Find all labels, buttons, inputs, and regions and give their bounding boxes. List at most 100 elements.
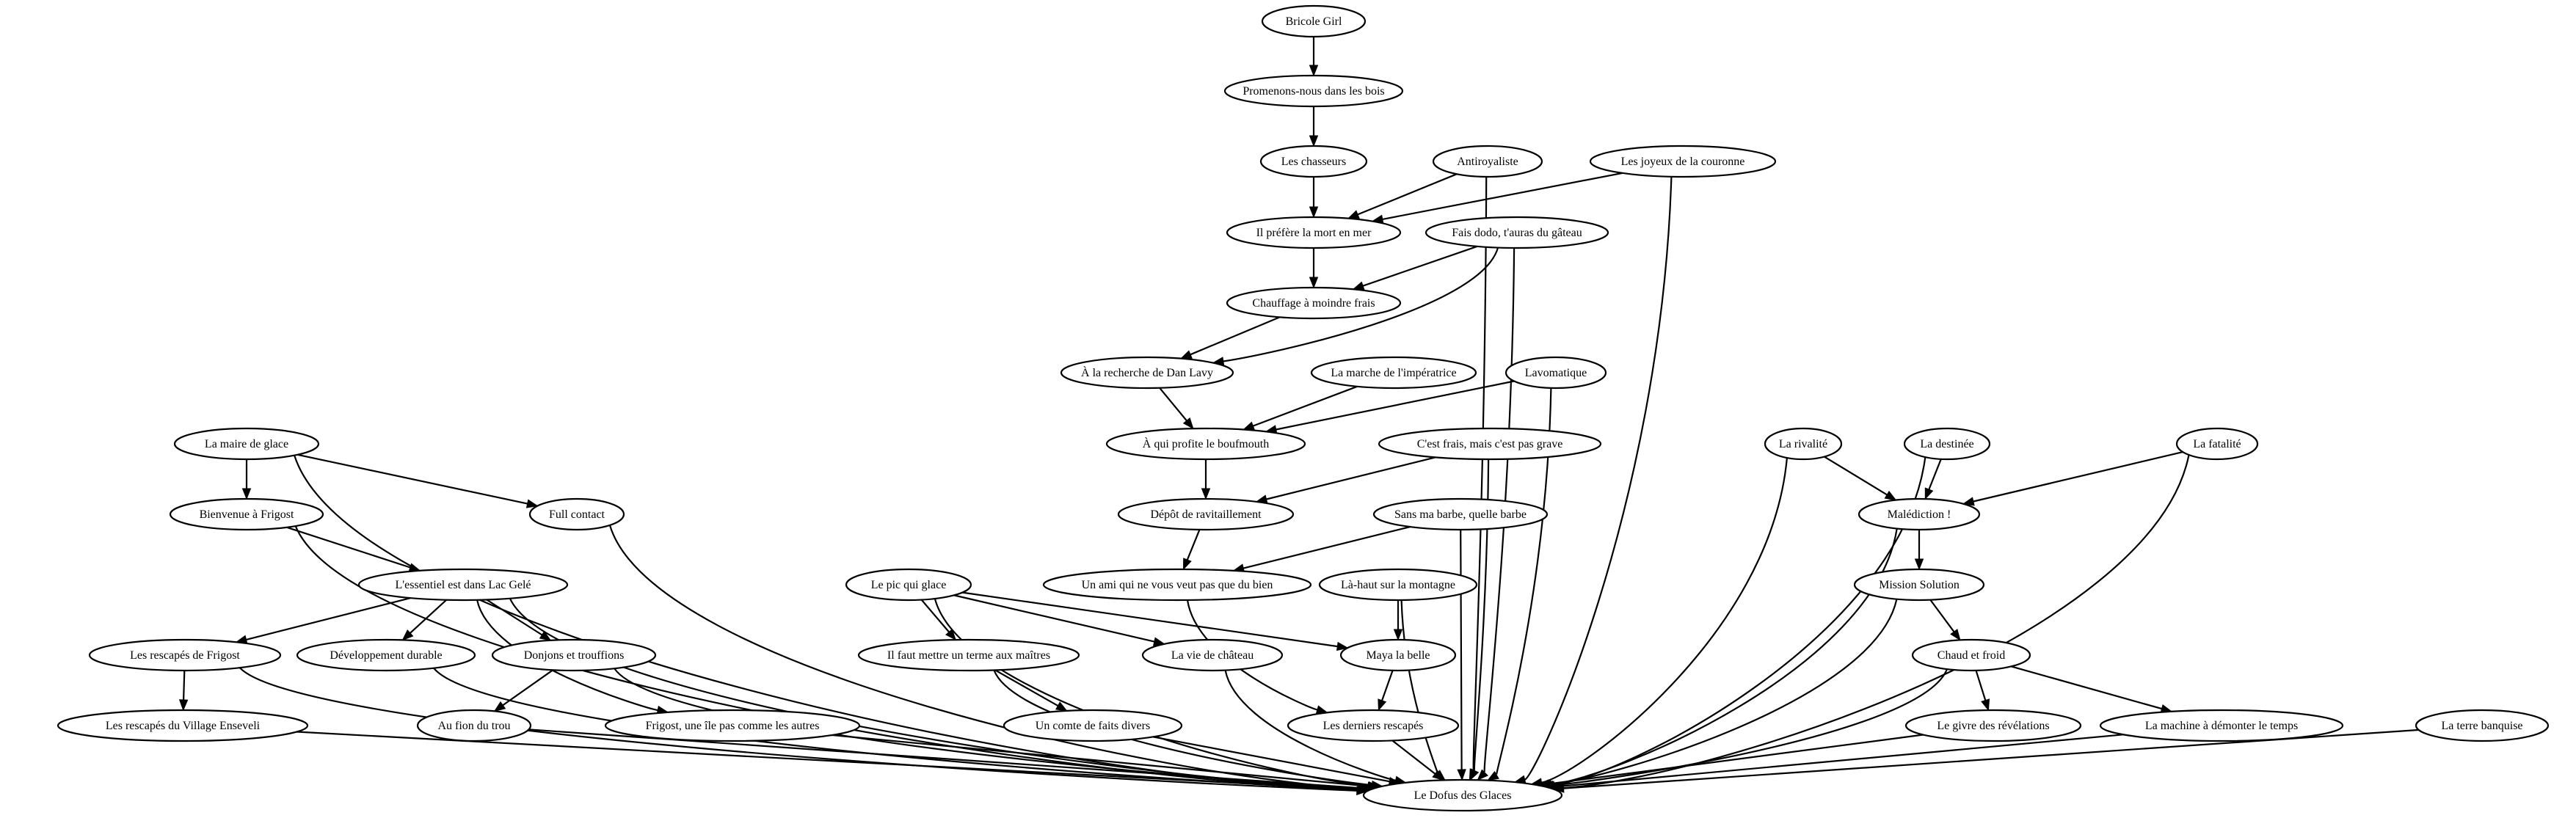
edge-derniers-to-dofus: [1391, 740, 1444, 781]
node-label: La vie de château: [1171, 649, 1254, 662]
node-fullcontact: Full contact: [528, 497, 625, 531]
arrowhead-icon: [1182, 417, 1194, 430]
node-chauffage: Chauffage à moindre frais: [1226, 286, 1402, 320]
edge-danlavy-to-boufmouth: [1159, 387, 1194, 430]
node-derniers: Les derniers rescapés: [1287, 709, 1460, 742]
edge-line: [1973, 451, 2183, 503]
edge-antiroyaliste-to-dofus: [1469, 176, 1488, 781]
arrowhead-icon: [241, 488, 252, 500]
node-shape: [1287, 709, 1460, 742]
node-shape: [2175, 427, 2259, 461]
edge-destinee-to-malediction: [1924, 459, 1942, 500]
node-label: Les joyeux de la couronne: [1621, 156, 1745, 168]
edge-line: [1554, 668, 1948, 786]
node-shape: [1223, 74, 1404, 108]
edge-line: [962, 591, 1338, 648]
node-unami: Un ami qui ne vous veut pas que du bien: [1042, 568, 1312, 602]
edge-line: [246, 597, 411, 640]
node-picquiglace: Le pic qui glace: [845, 568, 972, 602]
arrowhead-icon: [1981, 698, 1990, 712]
edge-line: [286, 526, 411, 569]
edge-developpement-to-dofus: [433, 668, 1370, 795]
node-shape: [1764, 427, 1843, 461]
edge-line: [1391, 740, 1437, 775]
node-label: Le pic qui glace: [871, 579, 947, 591]
node-shape: [1911, 638, 2031, 672]
node-shape: [88, 638, 282, 672]
node-shape: [57, 709, 309, 742]
node-maya: Maya la belle: [1339, 638, 1457, 672]
node-label: Lavomatique: [1525, 367, 1587, 379]
node-label: La maire de glace: [205, 438, 288, 450]
edge-line: [953, 594, 1155, 643]
node-sansmabarbe: Sans ma barbe, quelle barbe: [1372, 497, 1549, 531]
node-destinee: La destinée: [1903, 427, 1991, 461]
node-shape: [1259, 145, 1368, 178]
node-label: Fais dodo, t'auras du gâteau: [1452, 227, 1582, 239]
node-shape: [604, 709, 861, 742]
edge-line: [297, 453, 528, 505]
node-danlavy: À la recherche de Dan Lavy: [1060, 356, 1234, 390]
node-label: Full contact: [549, 508, 605, 521]
edge-marche-to-boufmouth: [1242, 385, 1358, 431]
edge-line: [1224, 670, 1396, 781]
arrowhead-icon: [1309, 65, 1319, 77]
node-shape: [1003, 709, 1183, 742]
edge-line: [1929, 599, 1956, 634]
edge-rivalite-to-dofus: [1530, 457, 1788, 787]
node-chaudfroid: Chaud et froid: [1911, 638, 2031, 672]
node-label: Frigost, une île pas comme les autres: [646, 720, 820, 732]
edge-line: [1551, 599, 1898, 786]
node-shape: [1858, 497, 1981, 531]
node-shape: [1105, 427, 1306, 461]
node-shape: [1378, 427, 1602, 461]
edge-malediction-to-dofus: [1540, 528, 1898, 789]
edge-joyeux-to-dofus: [1513, 176, 1673, 784]
edge-bricole-to-promenons: [1309, 37, 1319, 77]
edge-mairedeglace-to-bienvenue: [241, 459, 252, 500]
node-mairedeglace: La maire de glace: [173, 427, 320, 461]
edge-chaudfroid-to-givre: [1975, 670, 1990, 712]
node-label: Bricole Girl: [1286, 15, 1342, 28]
edge-terme-to-comte: [994, 669, 1068, 712]
node-aufond: Au fion du trou: [416, 709, 532, 742]
node-lahaut: Là-haut sur la montagne: [1318, 568, 1478, 602]
edge-line: [509, 598, 1359, 791]
edge-line: [1382, 172, 1623, 220]
node-village: Les rescapés du Village Enseveli: [57, 709, 309, 742]
arrowhead-icon: [1242, 421, 1256, 431]
node-shape: [169, 497, 324, 531]
node-shape: [1117, 497, 1295, 531]
node-label: La destinée: [1920, 438, 1973, 450]
arrowhead-icon: [945, 629, 957, 641]
node-frigostile: Frigost, une île pas comme les autres: [604, 709, 861, 742]
node-label: Dépôt de ravitaillement: [1150, 508, 1262, 521]
node-depot: Dépôt de ravitaillement: [1117, 497, 1295, 531]
node-label: Malédiction !: [1888, 508, 1951, 521]
node-shape: [1372, 497, 1549, 531]
arrowhead-icon: [1309, 277, 1319, 289]
edge-essentiel-to-rescapesfrigost: [235, 597, 411, 644]
edge-rescapesfrigost-to-village: [178, 670, 189, 712]
edge-chasseurs-to-mort: [1309, 177, 1319, 219]
arrowhead-icon: [1182, 558, 1192, 571]
edge-line: [1927, 459, 1942, 492]
node-shape: [1310, 356, 1477, 390]
edge-antiroyaliste-to-mort: [1347, 173, 1458, 219]
arrowhead-icon: [1924, 487, 1934, 500]
node-lavomatique: Lavomatique: [1505, 356, 1607, 390]
node-shape: [845, 568, 972, 602]
node-shape: [416, 709, 532, 742]
node-label: La terre banquise: [2441, 720, 2522, 732]
node-fatalite: La fatalité: [2175, 427, 2259, 461]
edge-joyeux-to-mort: [1371, 172, 1623, 224]
node-label: Promenons-nous dans les bois: [1242, 85, 1384, 98]
node-shape: [2415, 709, 2550, 742]
edge-line: [409, 599, 448, 635]
node-rivalite: La rivalité: [1764, 427, 1843, 461]
edge-line: [1190, 316, 1281, 356]
node-shape: [857, 638, 1080, 672]
node-antiroyaliste: Antiroyaliste: [1432, 145, 1543, 178]
edge-maya-to-derniers: [1378, 670, 1394, 712]
